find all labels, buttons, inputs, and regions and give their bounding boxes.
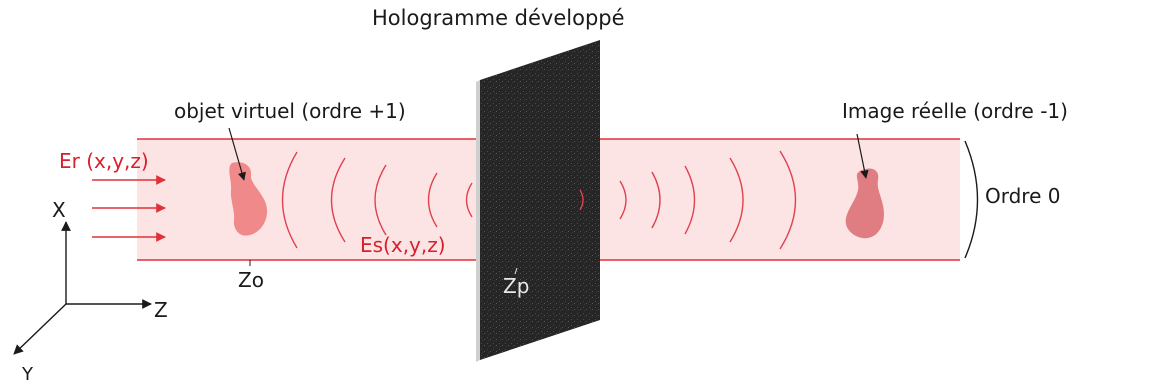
y-axis [13, 303, 67, 355]
order-zero-label: Ordre 0 [985, 184, 1060, 208]
order-zero-bracket [964, 140, 979, 259]
hologram-plate-edge [476, 80, 480, 362]
zp-tick [514, 267, 518, 275]
virtual-object-pointer [228, 127, 246, 181]
real-image-label: Image réelle (ordre -1) [842, 99, 1068, 123]
coordinate-axes [13, 221, 152, 355]
title-label: Hologramme développé [372, 6, 625, 30]
wavefront-arc [651, 171, 661, 229]
wavefront-arc [779, 150, 797, 250]
wavefront-arc [579, 189, 584, 211]
wavefront-arc [729, 157, 744, 243]
reference-wave-label: Er (x,y,z) [59, 149, 149, 173]
wavefront-arc [330, 157, 346, 243]
z-axis-label: Z [154, 298, 168, 322]
y-axis-label: Y [21, 364, 34, 385]
x-axis-label: X [52, 198, 66, 222]
wavefront-arc [465, 182, 473, 218]
real-image-pointer [856, 133, 869, 179]
wavefront-arc [281, 151, 298, 249]
virtual-object-label: objet virtuel (ordre +1) [174, 99, 406, 123]
zp-label: Zp [503, 274, 529, 298]
hologram-plate [480, 40, 600, 360]
object-wave-label: Es(x,y,z) [360, 233, 446, 257]
real-image-shape [845, 168, 884, 239]
zo-label: Zo [238, 268, 264, 292]
wavefront-arc [684, 165, 696, 235]
wavefront-arc [427, 172, 438, 228]
wavefront-arc [619, 180, 627, 220]
wavefront-arc [374, 164, 387, 236]
